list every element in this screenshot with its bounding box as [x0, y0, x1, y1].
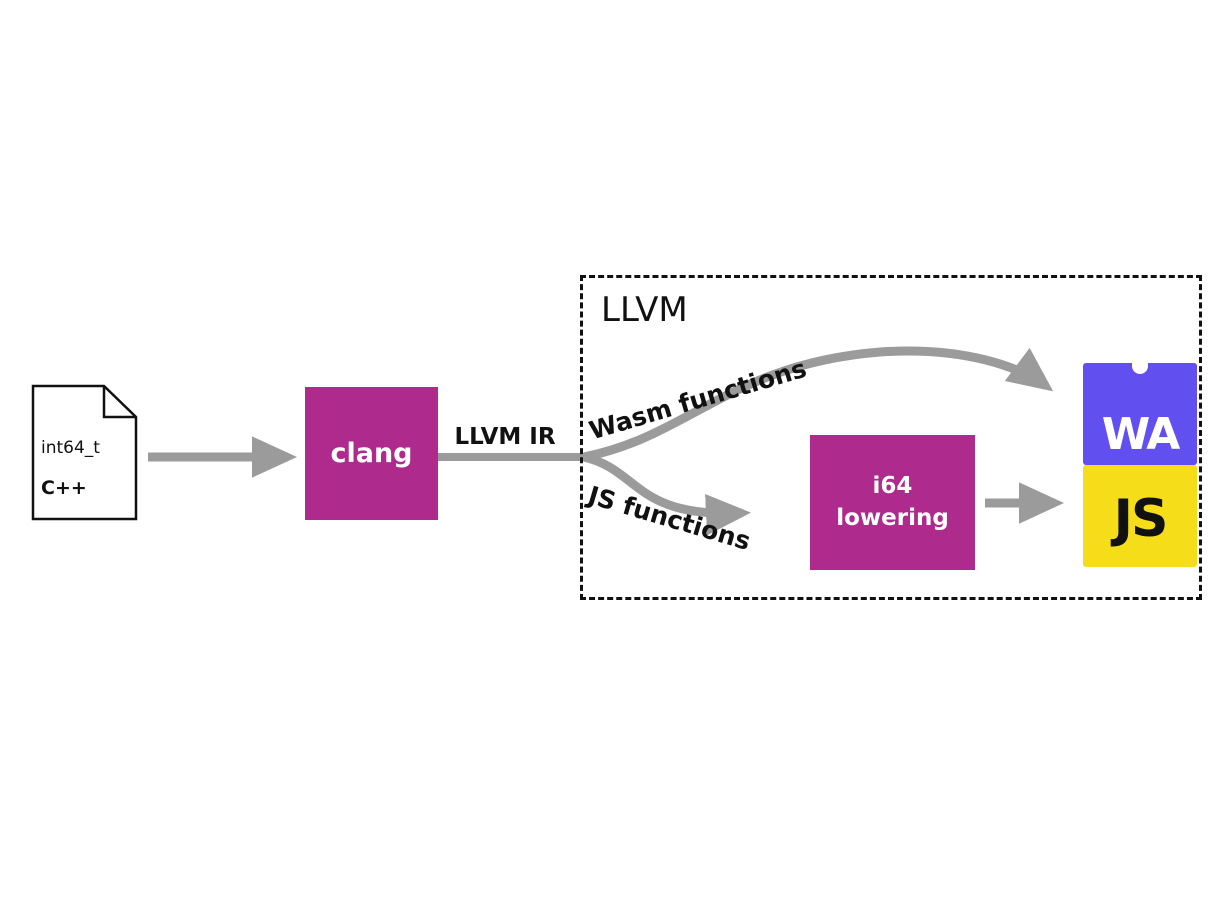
source-file-icon: [31, 384, 138, 521]
i64-lowering-label-line2: lowering: [836, 504, 949, 531]
source-language: C++: [41, 477, 87, 499]
i64-lowering-label-line1: i64: [872, 473, 913, 500]
javascript-logo: JS: [1083, 465, 1197, 567]
source-filename: int64_t: [41, 438, 100, 458]
javascript-logo-label: JS: [1113, 489, 1169, 549]
webassembly-logo-label: WA: [1101, 409, 1181, 460]
llvm-label: LLVM: [601, 290, 688, 330]
arrow-wasm-path-icon: [583, 346, 1054, 462]
llvm-container: LLVM: [580, 275, 1202, 600]
clang-box: clang: [305, 387, 438, 520]
webassembly-logo: WA: [1083, 363, 1197, 465]
clang-label: clang: [330, 438, 413, 469]
i64-lowering-box: i64 lowering: [810, 435, 975, 570]
webassembly-logo-notch: [1132, 363, 1148, 374]
document-fold-corner: [102, 386, 136, 419]
document-outline: [31, 384, 138, 521]
arrow-js-path-icon: [582, 452, 751, 536]
llvm-ir-label: LLVM IR: [454, 424, 556, 450]
